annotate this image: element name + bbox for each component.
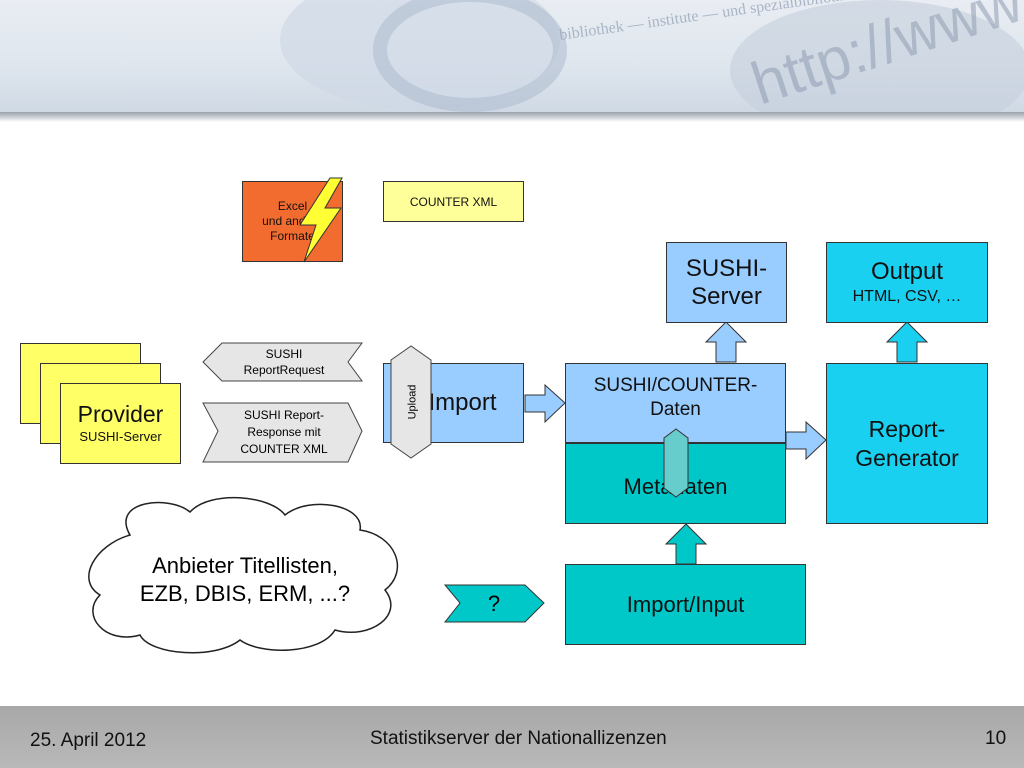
footer-date: 25. April 2012 <box>30 730 147 751</box>
sushi-counter-line2: Daten <box>650 399 701 420</box>
footer-title: Statistikserver der Nationallizenzen <box>370 728 667 749</box>
provider-card-front: Provider SUSHI-Server <box>60 383 181 464</box>
question-arrow: ? <box>458 586 530 622</box>
header-banner: bibliothek — institute — und spezialbibl… <box>0 0 1024 118</box>
output-title: Output <box>870 257 944 285</box>
cloud-shape <box>88 496 399 654</box>
footer-bar: 25. April 2012 Statistikserver der Natio… <box>0 706 1024 768</box>
lightning-icon <box>299 177 343 263</box>
data-to-server-arrow <box>704 321 748 363</box>
provider-title: Provider <box>77 401 164 427</box>
import-to-data-arrow <box>524 383 566 424</box>
footer-page-number: 10 <box>985 728 1007 749</box>
response-arrow-shape <box>202 402 363 463</box>
request-arrow: SUSHI ReportRequest <box>222 345 346 379</box>
upload-tag <box>390 345 432 459</box>
request-line1: SUSHI <box>265 347 303 361</box>
provider-subtitle: SUSHI-Server <box>79 429 162 444</box>
import-input-box: Import/Input <box>565 564 806 645</box>
request-arrow-shape <box>202 342 363 382</box>
header-decoration: bibliothek — institute — und spezialbibl… <box>280 0 1024 118</box>
import-label: Import <box>428 389 497 416</box>
response-line3: COUNTER XML <box>240 442 328 456</box>
question-label: ? <box>487 591 501 616</box>
formats-line3: Formate <box>270 229 315 243</box>
output-subtitle: HTML, CSV, … <box>852 287 962 305</box>
sushi-counter-line1: SUSHI/COUNTER- <box>593 375 758 396</box>
cloud-text: Anbieter Titellisten, EZB, DBIS, ERM, ..… <box>100 545 390 615</box>
report-generator-line1: Report- <box>868 415 946 442</box>
sushi-server-line1: SUSHI- <box>685 254 768 282</box>
connector-shape <box>663 428 689 498</box>
report-generator-box: Report- Generator <box>826 363 988 524</box>
generator-to-output-arrow <box>885 321 929 363</box>
response-line2: Response mit <box>247 425 321 439</box>
input-to-metadata-arrow <box>664 523 708 565</box>
response-line1: SUSHI Report- <box>243 408 325 422</box>
response-arrow: SUSHI Report- Response mit COUNTER XML <box>222 405 346 460</box>
counter-xml-label: COUNTER XML <box>409 194 498 209</box>
data-metadata-connector <box>663 428 689 498</box>
cloud-line2: EZB, DBIS, ERM, ...? <box>139 581 351 606</box>
import-input-label: Import/Input <box>626 591 745 617</box>
sushi-server-box: SUSHI- Server <box>666 242 787 323</box>
counter-xml-box: COUNTER XML <box>383 181 524 222</box>
formats-line1: Excel <box>277 199 308 213</box>
question-arrow-shape <box>443 584 545 623</box>
upload-tag-shape <box>390 345 432 459</box>
report-generator-line2: Generator <box>855 444 959 471</box>
data-to-generator-arrow <box>785 420 827 461</box>
request-line2: ReportRequest <box>243 363 325 377</box>
header-shadow <box>0 112 1024 122</box>
output-box: Output HTML, CSV, … <box>826 242 988 323</box>
sushi-server-line2: Server <box>691 282 762 310</box>
cloud-line1: Anbieter Titellisten, <box>152 553 338 578</box>
